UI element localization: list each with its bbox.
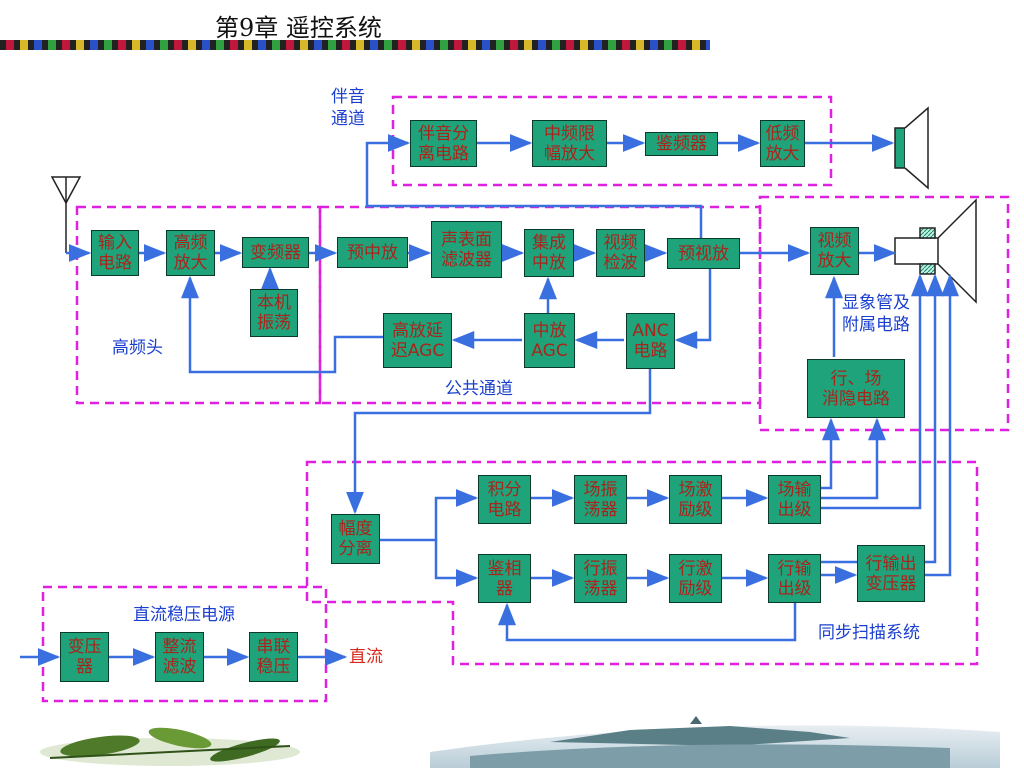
label-power-supply: 直流稳压电源	[133, 605, 235, 625]
block-discriminator: 鉴频器	[645, 132, 718, 156]
border-tuner	[75, 205, 322, 405]
block-video-amp: 视频放大	[810, 227, 859, 275]
label-common-channel: 公共通道	[445, 379, 513, 399]
border-power-supply	[41, 585, 328, 703]
block-flyback-transformer: 行输出变压器	[857, 545, 925, 602]
block-sound-separator: 伴音分离电路	[410, 120, 477, 167]
block-saw-filter: 声表面滤波器	[431, 221, 502, 278]
border-common-channel	[318, 205, 762, 405]
label-crt-circuit: 显象管及 附属电路	[842, 293, 910, 335]
wire	[346, 369, 652, 515]
block-ic-if-amp: 集成中放	[524, 229, 574, 277]
block-audio-amp: 低频放大	[760, 120, 805, 167]
wire	[434, 540, 479, 587]
border-sync-scan	[305, 460, 979, 666]
block-local-oscillator: 本机振荡	[250, 289, 298, 337]
block-pre-if-amp: 预中放	[337, 237, 408, 268]
label-tuner: 高频头	[112, 338, 163, 358]
block-rf-amp: 高频放大	[166, 230, 215, 276]
wire	[181, 275, 383, 374]
leaf-decoration-image	[40, 727, 300, 766]
block-pre-video-amp: 预视放	[667, 238, 740, 269]
label-sound-channel: 伴音 通道	[331, 87, 365, 129]
wire	[498, 602, 797, 642]
wire	[821, 273, 929, 510]
block-if-limiter: 中频限幅放大	[532, 120, 607, 167]
block-video-detector: 视频检波	[596, 229, 645, 277]
block-h-output: 行输出级	[768, 554, 821, 603]
block-sync-separator: 幅度分离	[331, 514, 380, 564]
block-h-driver: 行激励级	[669, 554, 722, 603]
title-decor-bar	[0, 40, 710, 50]
block-rectifier-filter: 整流滤波	[155, 632, 204, 682]
block-series-regulator: 串联稳压	[249, 632, 298, 682]
block-v-driver: 场激励级	[669, 475, 722, 524]
block-phase-detector: 鉴相器	[478, 554, 531, 603]
block-transformer: 变压器	[60, 632, 109, 682]
wire	[380, 489, 479, 542]
block-rf-delayed-agc: 高放延迟AGC	[383, 313, 452, 368]
wire	[674, 269, 712, 349]
block-input-circuit: 输入电路	[91, 230, 139, 276]
wire	[925, 273, 959, 577]
wire	[821, 417, 886, 500]
wire	[821, 417, 840, 490]
block-v-oscillator: 场振荡器	[574, 475, 627, 524]
block-h-oscillator: 行振荡器	[574, 554, 627, 603]
landscape-decoration-image	[430, 716, 1000, 768]
page-title: 第9章 遥控系统	[215, 14, 382, 42]
label-sync-scan: 同步扫描系统	[818, 623, 920, 643]
block-v-output: 场输出级	[768, 475, 821, 524]
block-mixer: 变频器	[242, 237, 309, 268]
antenna-icon	[50, 176, 82, 253]
label-dc-output: 直流	[349, 647, 383, 667]
block-blanking-circuit: 行、场消隐电路	[807, 359, 905, 418]
speaker-icon	[894, 106, 929, 190]
wire	[365, 134, 703, 238]
block-integrator: 积分电路	[478, 475, 531, 524]
